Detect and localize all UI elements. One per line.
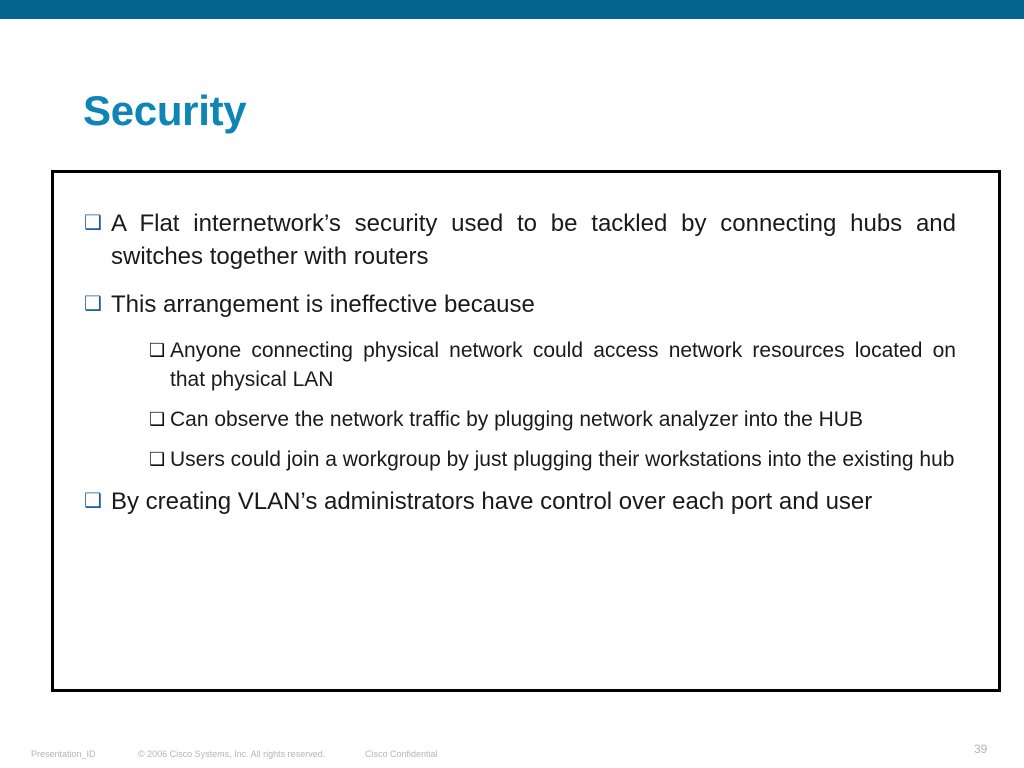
sub-bullet-item: ❑ Anyone connecting physical network cou…	[149, 336, 956, 394]
checkbox-bullet-icon: ❑	[149, 340, 166, 360]
bullet-text: Can observe the network traffic by plugg…	[170, 408, 863, 431]
bullet-text: Anyone connecting physical network could…	[170, 339, 956, 391]
bullet-text: Users could join a workgroup by just plu…	[170, 448, 955, 471]
copyright-notice: © 2006 Cisco Systems, Inc. All rights re…	[138, 749, 326, 759]
confidential-label: Cisco Confidential	[365, 749, 438, 759]
bullet-item: ❑ By creating VLAN’s administrators have…	[84, 485, 956, 518]
sub-bullet-item: ❑ Users could join a workgroup by just p…	[149, 445, 956, 474]
presentation-id: Presentation_ID	[31, 749, 96, 759]
checkbox-bullet-icon: ❑	[84, 490, 102, 512]
bullet-text: By creating VLAN’s administrators have c…	[111, 488, 873, 515]
page-number: 39	[974, 742, 988, 756]
checkbox-bullet-icon: ❑	[84, 212, 102, 234]
bullet-text: This arrangement is ineffective because	[111, 291, 535, 318]
sub-bullet-item: ❑ Can observe the network traffic by plu…	[149, 405, 956, 434]
checkbox-bullet-icon: ❑	[149, 449, 166, 469]
bullet-item: ❑ A Flat internetwork’s security used to…	[84, 207, 956, 273]
footer: Presentation_ID © 2006 Cisco Systems, In…	[0, 738, 1024, 768]
checkbox-bullet-icon: ❑	[149, 409, 166, 429]
content-box: ❑ A Flat internetwork’s security used to…	[51, 170, 1001, 692]
slide-title: Security	[83, 87, 247, 134]
top-banner	[0, 0, 1024, 19]
bullet-list: ❑ A Flat internetwork’s security used to…	[84, 207, 956, 533]
bullet-text: A Flat internetwork’s security used to b…	[111, 210, 956, 270]
bullet-item: ❑ This arrangement is ineffective becaus…	[84, 288, 956, 321]
checkbox-bullet-icon: ❑	[84, 293, 102, 315]
